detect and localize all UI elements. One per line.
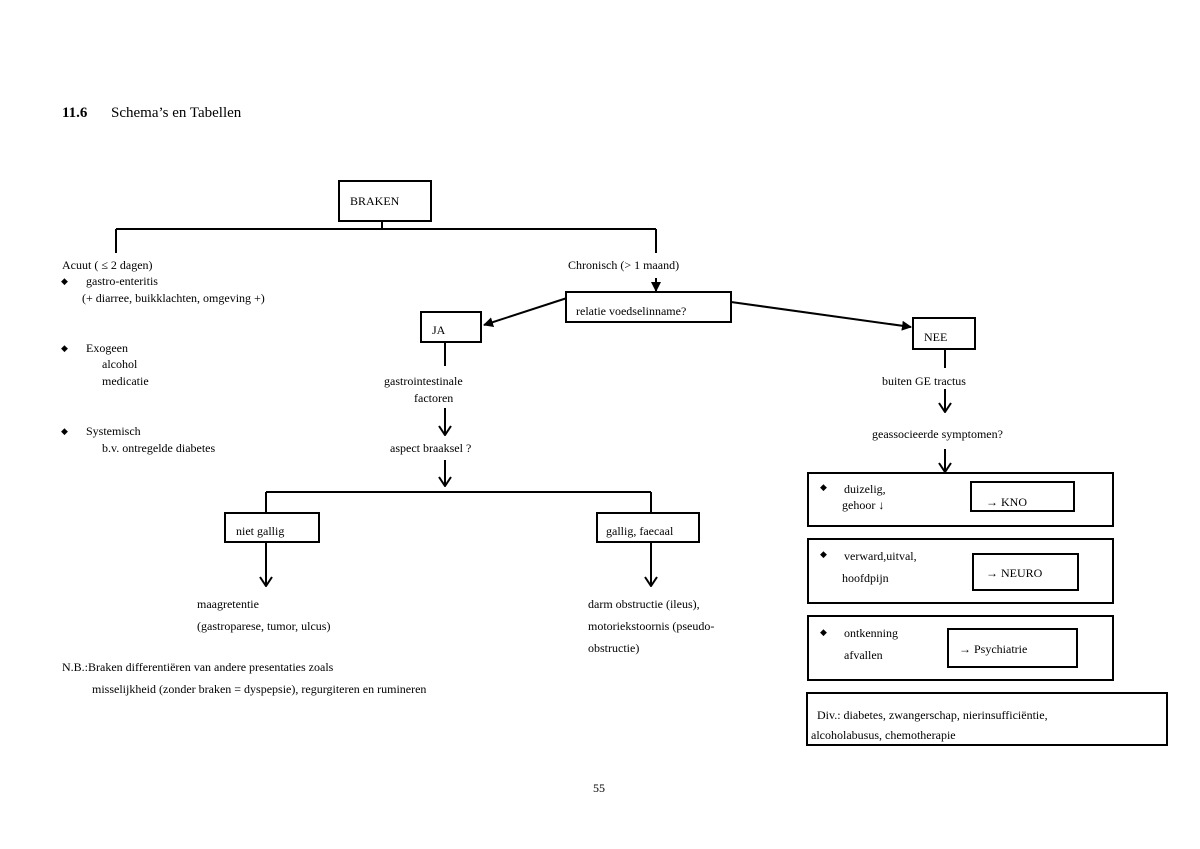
page-number: 55 [593,781,605,795]
referral-box [947,628,1078,668]
bullet-diamond-icon: ◆ [61,276,68,286]
bilious-box [596,512,700,543]
bullet-diamond-icon: ◆ [820,482,827,492]
acute-item-title: Systemisch [86,424,141,438]
acute-item-sub: b.v. ontregelde diabetes [102,441,216,455]
referral-label: → KNO [986,495,1027,509]
acute-item-detail: (+ diarree, buikklachten, omgeving +) [82,291,265,305]
bilious-result: darm obstructie (ileus), [588,597,700,611]
note-line: N.B.:Braken differentiëren van andere pr… [62,660,334,674]
acute-item-title: gastro-enteritis [86,274,158,288]
not-bilious-result: maagretentie [197,597,259,611]
no-box [912,317,976,350]
misc-line: alcoholabusus, chemotherapie [811,728,956,742]
not-bilious-label: niet gallig [236,524,285,538]
chronic-label: Chronisch (> 1 maand) [568,258,680,272]
symptom-line: ontkenning [844,626,898,640]
symptom-line: duizelig, [844,482,886,496]
question-label: relatie voedselinname? [576,304,687,318]
root-node-box [338,180,432,222]
aspect-label: aspect braaksel ? [390,441,472,455]
referral-box [972,553,1079,591]
symptom-line: verward,uitval, [844,549,917,563]
symptom-line: afvallen [844,648,883,662]
referral-label: → NEURO [986,566,1043,580]
bilious-label: gallig, faecaal [606,524,674,538]
referral-label: → Psychiatrie [959,642,1028,656]
symptom-line: hoofdpijn [842,571,889,585]
outside-label: buiten GE tractus [882,374,966,388]
symptom-line: gehoor ↓ [842,498,885,512]
section-title: Schema’s en Tabellen [111,105,242,121]
yes-label: JA [432,323,446,337]
misc-line: Div.: diabetes, zwangerschap, nierinsuff… [817,708,1048,722]
yes-box [420,311,482,343]
bullet-diamond-icon: ◆ [820,627,827,637]
note-line: misselijkheid (zonder braken = dyspepsie… [92,682,427,696]
not-bilious-result: (gastroparese, tumor, ulcus) [197,619,331,633]
section-number: 11.6 [62,105,88,121]
root-node-label: BRAKEN [350,194,400,208]
question-box [565,291,732,323]
misc-box [806,692,1168,746]
bullet-diamond-icon: ◆ [61,426,68,436]
bullet-diamond-icon: ◆ [820,549,827,559]
acute-item-sub: alcohol [102,357,138,371]
not-bilious-box [224,512,320,543]
bullet-diamond-icon: ◆ [61,343,68,353]
acute-item-title: Exogeen [86,341,128,355]
referral-box [970,481,1075,512]
no-label: NEE [924,330,948,344]
bilious-result: motoriekstoornis (pseudo- [588,619,715,633]
no-arrow [730,301,912,331]
associated-label: geassocieerde symptomen? [872,427,1003,441]
acute-item-sub: medicatie [102,374,149,388]
factors-line: gastrointestinale [384,374,463,388]
yes-arrow [483,297,568,327]
factors-line: factoren [414,391,454,405]
bilious-result: obstructie) [588,641,640,655]
acute-label: Acuut ( ≤ 2 dagen) [62,258,153,272]
